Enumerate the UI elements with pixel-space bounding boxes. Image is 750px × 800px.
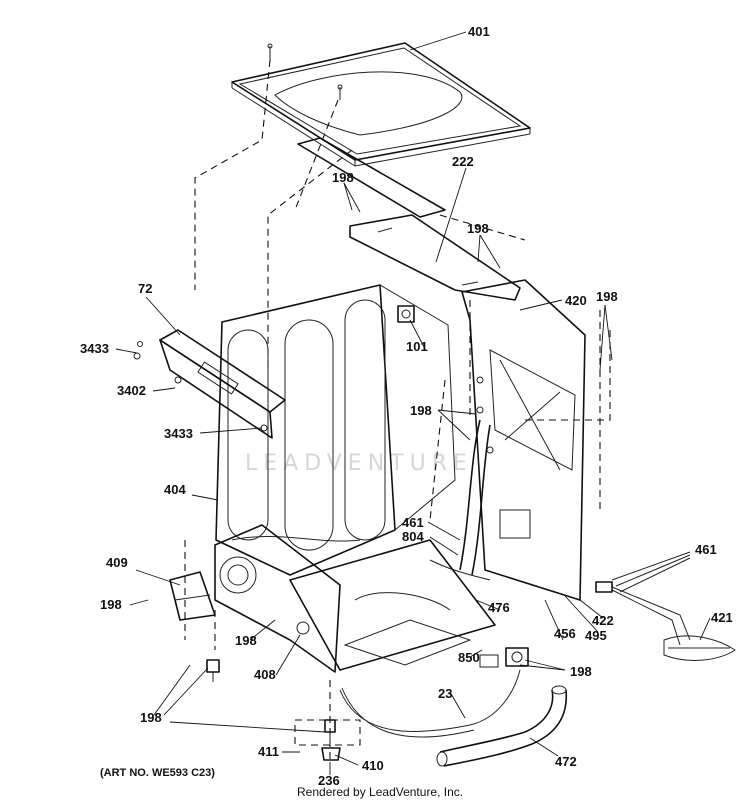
callout-101: 101	[406, 339, 428, 354]
callout-422: 422	[592, 613, 614, 628]
callouts: 401 222 198 198 198 420 72 3433 3402 343…	[80, 24, 733, 788]
callout-198: 198	[140, 710, 162, 725]
callout-3433: 3433	[164, 426, 193, 441]
callout-222: 222	[452, 154, 474, 169]
callout-198: 198	[100, 597, 122, 612]
callout-3402: 3402	[117, 383, 146, 398]
callout-23: 23	[438, 686, 452, 701]
callout-411: 411	[258, 744, 279, 759]
cabinet-rear-panel-404	[215, 284, 456, 576]
inlet-hose-23	[339, 669, 521, 738]
callout-404: 404	[164, 482, 186, 497]
callout-476: 476	[488, 600, 510, 615]
drain-hose-472	[436, 685, 568, 767]
callout-421: 421	[711, 610, 733, 625]
callout-850: 850	[458, 650, 480, 665]
callout-495: 495	[585, 628, 607, 643]
callout-408: 408	[254, 667, 276, 682]
callout-472: 472	[555, 754, 577, 769]
callout-3433: 3433	[80, 341, 109, 356]
callout-236: 236	[318, 773, 340, 788]
art-number: (ART NO. WE593 C23)	[100, 767, 215, 779]
leveling-legs	[206, 659, 341, 761]
bracket-409	[169, 571, 216, 621]
top-screws	[267, 43, 343, 100]
callout-198: 198	[596, 289, 618, 304]
side-panel-420	[461, 279, 586, 601]
base-408	[214, 524, 496, 673]
water-valve-850	[479, 647, 529, 668]
callout-804: 804	[402, 529, 424, 544]
callout-198: 198	[467, 221, 489, 236]
callout-198: 198	[410, 403, 432, 418]
callout-410: 410	[362, 758, 384, 773]
top-panel-401	[231, 42, 531, 167]
leader-lines	[115, 31, 711, 775]
top-strip-222	[297, 137, 521, 301]
callout-420: 420	[565, 293, 587, 308]
control-bracket-72	[159, 329, 286, 439]
callout-461: 461	[402, 515, 424, 530]
callout-461: 461	[695, 542, 717, 557]
connector-101	[397, 305, 415, 323]
callout-198: 198	[570, 664, 592, 679]
hoses	[429, 419, 491, 581]
callout-72: 72	[138, 281, 152, 296]
screws-3433	[133, 341, 268, 432]
callout-456: 456	[554, 626, 576, 641]
callout-198: 198	[235, 633, 257, 648]
footer-credit: Rendered by LeadVenture, Inc.	[297, 785, 463, 799]
wires-461	[611, 551, 691, 593]
callout-409: 409	[106, 555, 128, 570]
watermark: LEADVENTURE	[245, 451, 473, 476]
assembly-guide-lines	[184, 59, 611, 760]
wire-harness-421	[595, 581, 736, 661]
callout-198: 198	[332, 170, 354, 185]
callout-401: 401	[468, 24, 490, 39]
